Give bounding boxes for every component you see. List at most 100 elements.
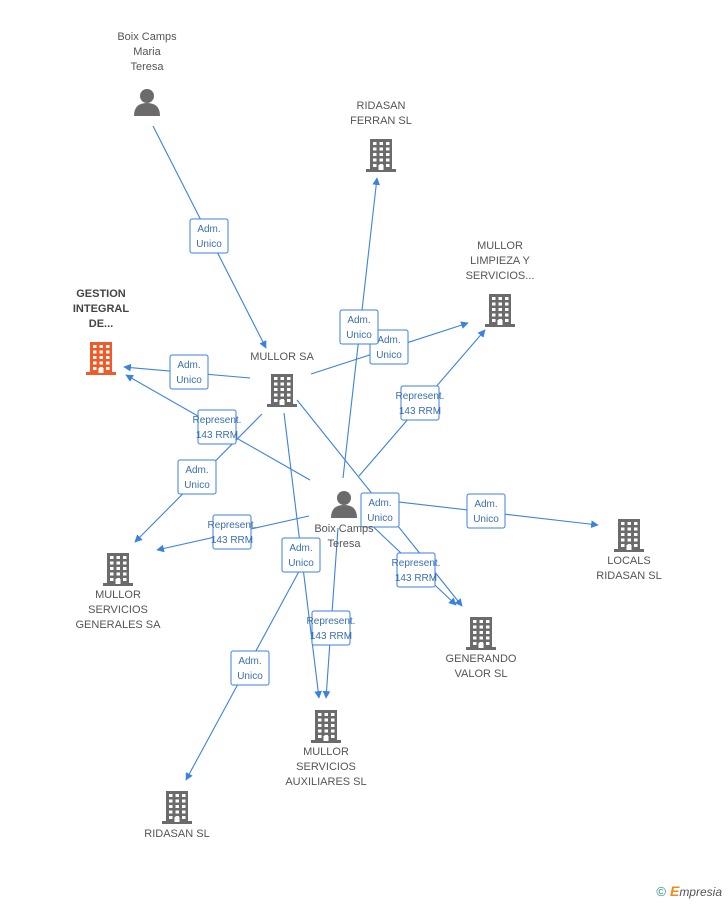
node-label: Teresa bbox=[327, 538, 361, 550]
edge-label-background bbox=[466, 493, 506, 529]
edge-label-text: Unico bbox=[367, 513, 393, 524]
edge-label-text: Unico bbox=[473, 514, 499, 525]
edge-label-text: Adm. bbox=[238, 656, 261, 667]
edge-label-text: Adm. bbox=[347, 315, 370, 326]
edge-label-background bbox=[339, 309, 379, 345]
edge-label-box: Adm. Unico bbox=[466, 493, 506, 529]
edge-label-box: Adm. Unico bbox=[339, 309, 379, 345]
building-icon bbox=[366, 139, 396, 172]
edge-label-box: Represent. 143 RRM bbox=[392, 552, 441, 588]
node-label: GESTION bbox=[76, 288, 126, 300]
edge-label-text: 143 RRM bbox=[395, 573, 437, 584]
node-label: GENERALES SA bbox=[76, 619, 162, 631]
edge-label-background bbox=[189, 218, 229, 254]
node-label: DE... bbox=[89, 318, 113, 330]
edge-label-text: Unico bbox=[237, 671, 263, 682]
edge-label-text: Unico bbox=[196, 239, 222, 250]
edge-label-background bbox=[400, 385, 440, 421]
brand-logo: Empresia bbox=[669, 883, 722, 899]
building-icon bbox=[466, 617, 496, 650]
node-label: Boix Camps bbox=[314, 523, 374, 535]
edge-label-text: Unico bbox=[288, 558, 314, 569]
node-label: Maria bbox=[133, 46, 161, 58]
node-label: MULLOR bbox=[477, 240, 523, 252]
edge-label-box: Adm.Unico bbox=[177, 459, 217, 495]
edge-label-box: Adm. Unico bbox=[281, 537, 321, 573]
edge-label-text: Adm. bbox=[377, 335, 400, 346]
footer-brand: © Empresia bbox=[656, 883, 722, 899]
edge-labels-layer: Adm.UnicoAdm.UnicoAdm.UnicoAdm.UnicoAdm.… bbox=[169, 218, 506, 686]
edge-label-background bbox=[396, 552, 436, 588]
node-label: MULLOR bbox=[95, 589, 141, 601]
node-label: MULLOR SA bbox=[250, 351, 314, 363]
edge-label-background bbox=[369, 329, 409, 365]
edge-label-text: 143 RRM bbox=[310, 631, 352, 642]
building-icon bbox=[103, 553, 133, 586]
edge-label-box: Adm. Unico bbox=[169, 354, 209, 390]
node-label: VALOR SL bbox=[455, 668, 508, 680]
edge-label-background bbox=[360, 492, 400, 528]
building-icon bbox=[267, 374, 297, 407]
building-icon bbox=[485, 294, 515, 327]
edge-label-background bbox=[230, 650, 270, 686]
edge-label-text: Adm. bbox=[177, 360, 200, 371]
node-mullor-generales[interactable]: MULLOR SERVICIOS GENERALES SA bbox=[76, 553, 162, 631]
building-icon bbox=[614, 519, 644, 552]
person-icon bbox=[331, 491, 357, 518]
edge-label-text: Represent. bbox=[208, 520, 257, 531]
edge-label-text: Adm. bbox=[368, 498, 391, 509]
edge-label-text: Represent. bbox=[307, 616, 356, 627]
edge-label-text: Represent. bbox=[392, 558, 441, 569]
node-locals[interactable]: LOCALS RIDASAN SL bbox=[596, 519, 662, 582]
edge-label-text: 143 RRM bbox=[211, 535, 253, 546]
building-icon bbox=[311, 710, 341, 743]
edge-label-background bbox=[177, 459, 217, 495]
node-label: LOCALS bbox=[607, 555, 650, 567]
edge-label-box: Represent.143 RRM bbox=[193, 409, 241, 445]
node-label: FERRAN SL bbox=[350, 115, 412, 127]
edge-label-background bbox=[212, 514, 252, 550]
edge-label-text: Adm. bbox=[197, 224, 220, 235]
copyright-icon: © bbox=[656, 883, 666, 899]
person-icon bbox=[134, 89, 160, 116]
edge-label-box: Adm. Unico bbox=[230, 650, 270, 686]
node-label: RIDASAN SL bbox=[596, 570, 661, 582]
edge-label-text: Unico bbox=[346, 330, 372, 341]
edge-label-text: Unico bbox=[376, 350, 402, 361]
node-label: INTEGRAL bbox=[73, 303, 130, 315]
edge-label-box: Represent. 143 RRM bbox=[307, 610, 356, 646]
edge-label-background bbox=[169, 354, 209, 390]
node-label: MULLOR bbox=[303, 746, 349, 758]
edge-label-box: Represent. 143 RRM bbox=[208, 514, 257, 550]
node-label: RIDASAN SL bbox=[144, 828, 209, 840]
edge-label-text: 143 RRM bbox=[399, 406, 441, 417]
edge-label-background bbox=[311, 610, 351, 646]
edge-label-text: Adm. bbox=[289, 543, 312, 554]
edge-label-text: 143 RRM bbox=[196, 430, 238, 441]
node-gestion[interactable]: GESTION INTEGRAL DE... bbox=[73, 288, 130, 375]
node-mullor-auxiliares[interactable]: MULLOR SERVICIOS AUXILIARES SL bbox=[285, 710, 367, 788]
node-label: SERVICIOS bbox=[88, 604, 148, 616]
node-ridasan-sl[interactable]: RIDASAN SL bbox=[144, 791, 210, 840]
building-icon bbox=[86, 342, 116, 375]
edge-label-text: Adm. bbox=[474, 499, 497, 510]
node-label: Teresa bbox=[130, 61, 164, 73]
node-label: Boix Camps bbox=[117, 31, 177, 43]
node-label: AUXILIARES SL bbox=[285, 776, 366, 788]
node-label: SERVICIOS... bbox=[466, 270, 535, 282]
node-mullor-sa[interactable]: MULLOR SA bbox=[250, 351, 314, 407]
building-icon bbox=[162, 791, 192, 824]
edge-label-box: Adm. Unico bbox=[360, 492, 400, 528]
edge-label-box: Adm. Unico bbox=[189, 218, 229, 254]
edge-label-text: Unico bbox=[176, 375, 202, 386]
node-label: SERVICIOS bbox=[296, 761, 356, 773]
edge-label-background bbox=[281, 537, 321, 573]
edge-label-box: Represent.143 RRM bbox=[396, 385, 444, 421]
